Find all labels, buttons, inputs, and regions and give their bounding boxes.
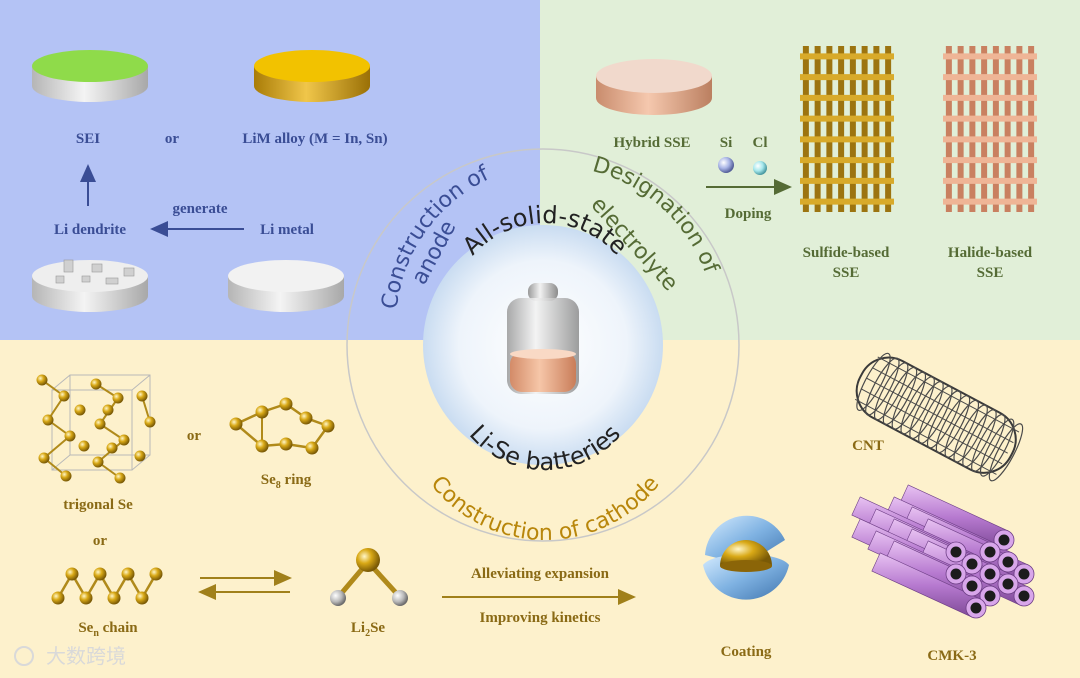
se8-ring-label: Se8 ring (261, 472, 312, 491)
sei-label: SEI (76, 131, 100, 147)
li2se-label: Li2Se (351, 620, 386, 639)
alloy-disc (254, 50, 370, 102)
halide-lattice (943, 46, 1037, 212)
sulfide-lattice (800, 46, 894, 212)
sulfide-label-2: SSE (833, 265, 860, 281)
cathode-or-label-2: or (93, 533, 108, 549)
battery-icon (507, 283, 579, 394)
li-metal-label: Li metal (260, 222, 314, 238)
cmk3-bundle (851, 484, 1035, 619)
halide-label-2: SSE (977, 265, 1004, 281)
watermark: 大数跨境 (14, 644, 126, 668)
coating-label: Coating (721, 644, 772, 660)
si-atom-icon (718, 157, 734, 173)
cnt-tube (854, 352, 1024, 482)
si-label: Si (720, 135, 733, 151)
se8-ring-structure (229, 397, 335, 455)
anode-or-label: or (165, 131, 180, 147)
trigonal-se-label: trigonal Se (63, 497, 133, 513)
trigonal-se-structure (36, 374, 156, 484)
cathode-or-label-1: or (187, 428, 202, 444)
alleviating-label: Alleviating expansion (471, 566, 610, 582)
sen-chain-structure (51, 567, 163, 605)
doping-label: Doping (725, 206, 772, 222)
hybrid-sse-label: Hybrid SSE (613, 135, 690, 151)
cnt-label: CNT (852, 438, 884, 454)
outer-ring (346, 148, 740, 542)
li2se-molecule (330, 548, 408, 606)
improving-label: Improving kinetics (480, 610, 601, 626)
watermark-text: 大数跨境 (46, 644, 126, 668)
li-metal-disc (228, 260, 344, 312)
cmk3-label: CMK-3 (927, 648, 976, 664)
alloy-label: LiM alloy (M = In, Sn) (242, 131, 387, 147)
sei-disc (32, 50, 148, 102)
hybrid-sse-disc (596, 59, 712, 115)
cl-atom-icon (753, 161, 767, 175)
sen-chain-label: Sen chain (78, 620, 138, 639)
generate-label: generate (173, 201, 228, 217)
li-dendrite-label: Li dendrite (54, 222, 126, 238)
halide-label-1: Halide-based (948, 245, 1033, 261)
cl-label: Cl (753, 135, 768, 151)
coating-sphere (703, 515, 789, 600)
li-dendrite-disc (32, 259, 148, 312)
sulfide-label-1: Sulfide-based (803, 245, 890, 261)
watermark-logo-icon (14, 646, 34, 666)
